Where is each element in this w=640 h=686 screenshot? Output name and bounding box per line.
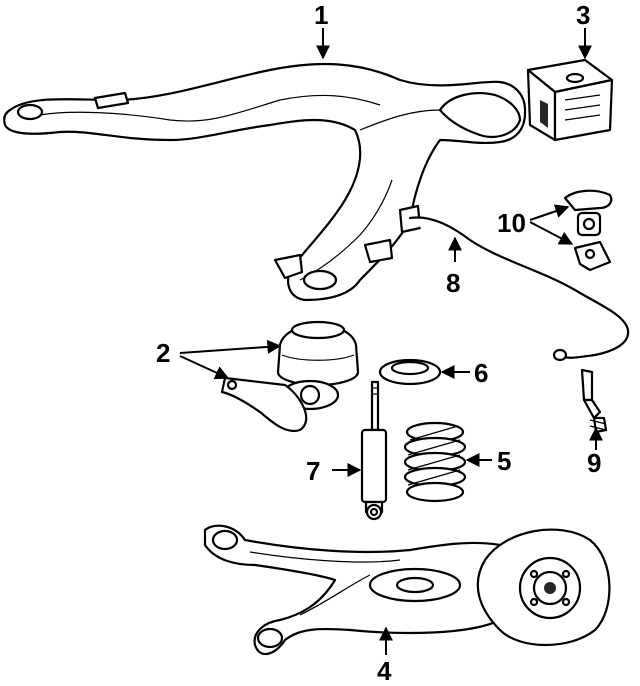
differential-mount-bushing <box>526 58 614 142</box>
callout-9: 9 <box>587 448 601 478</box>
lower-control-arm-and-hub <box>203 524 611 656</box>
leader-2a <box>179 339 282 354</box>
callout-4: 4 <box>377 656 392 686</box>
callout-numbers: 1 2 3 4 5 6 7 8 9 10 <box>156 0 601 686</box>
leader-2b <box>179 355 230 380</box>
callout-5: 5 <box>497 446 511 476</box>
stabilizer-link <box>580 368 608 434</box>
callout-1: 1 <box>314 0 328 30</box>
callout-10: 10 <box>497 208 526 238</box>
leader-10a <box>529 204 570 221</box>
spring-seat-and-shock-mount <box>220 320 360 433</box>
stabilizer-bar <box>408 216 630 362</box>
shock-absorber <box>360 380 388 521</box>
leader-10b <box>529 221 574 245</box>
callout-3: 3 <box>576 0 590 30</box>
coil-spring <box>403 421 467 503</box>
callout-6: 6 <box>474 358 488 388</box>
stabilizer-bushing-bracket <box>563 189 613 272</box>
callout-leaders <box>179 28 603 655</box>
crossmember-subframe <box>3 62 527 302</box>
spring-insulator <box>378 358 442 386</box>
callout-8: 8 <box>446 268 460 298</box>
callout-7: 7 <box>306 456 320 486</box>
callout-2: 2 <box>156 338 170 368</box>
